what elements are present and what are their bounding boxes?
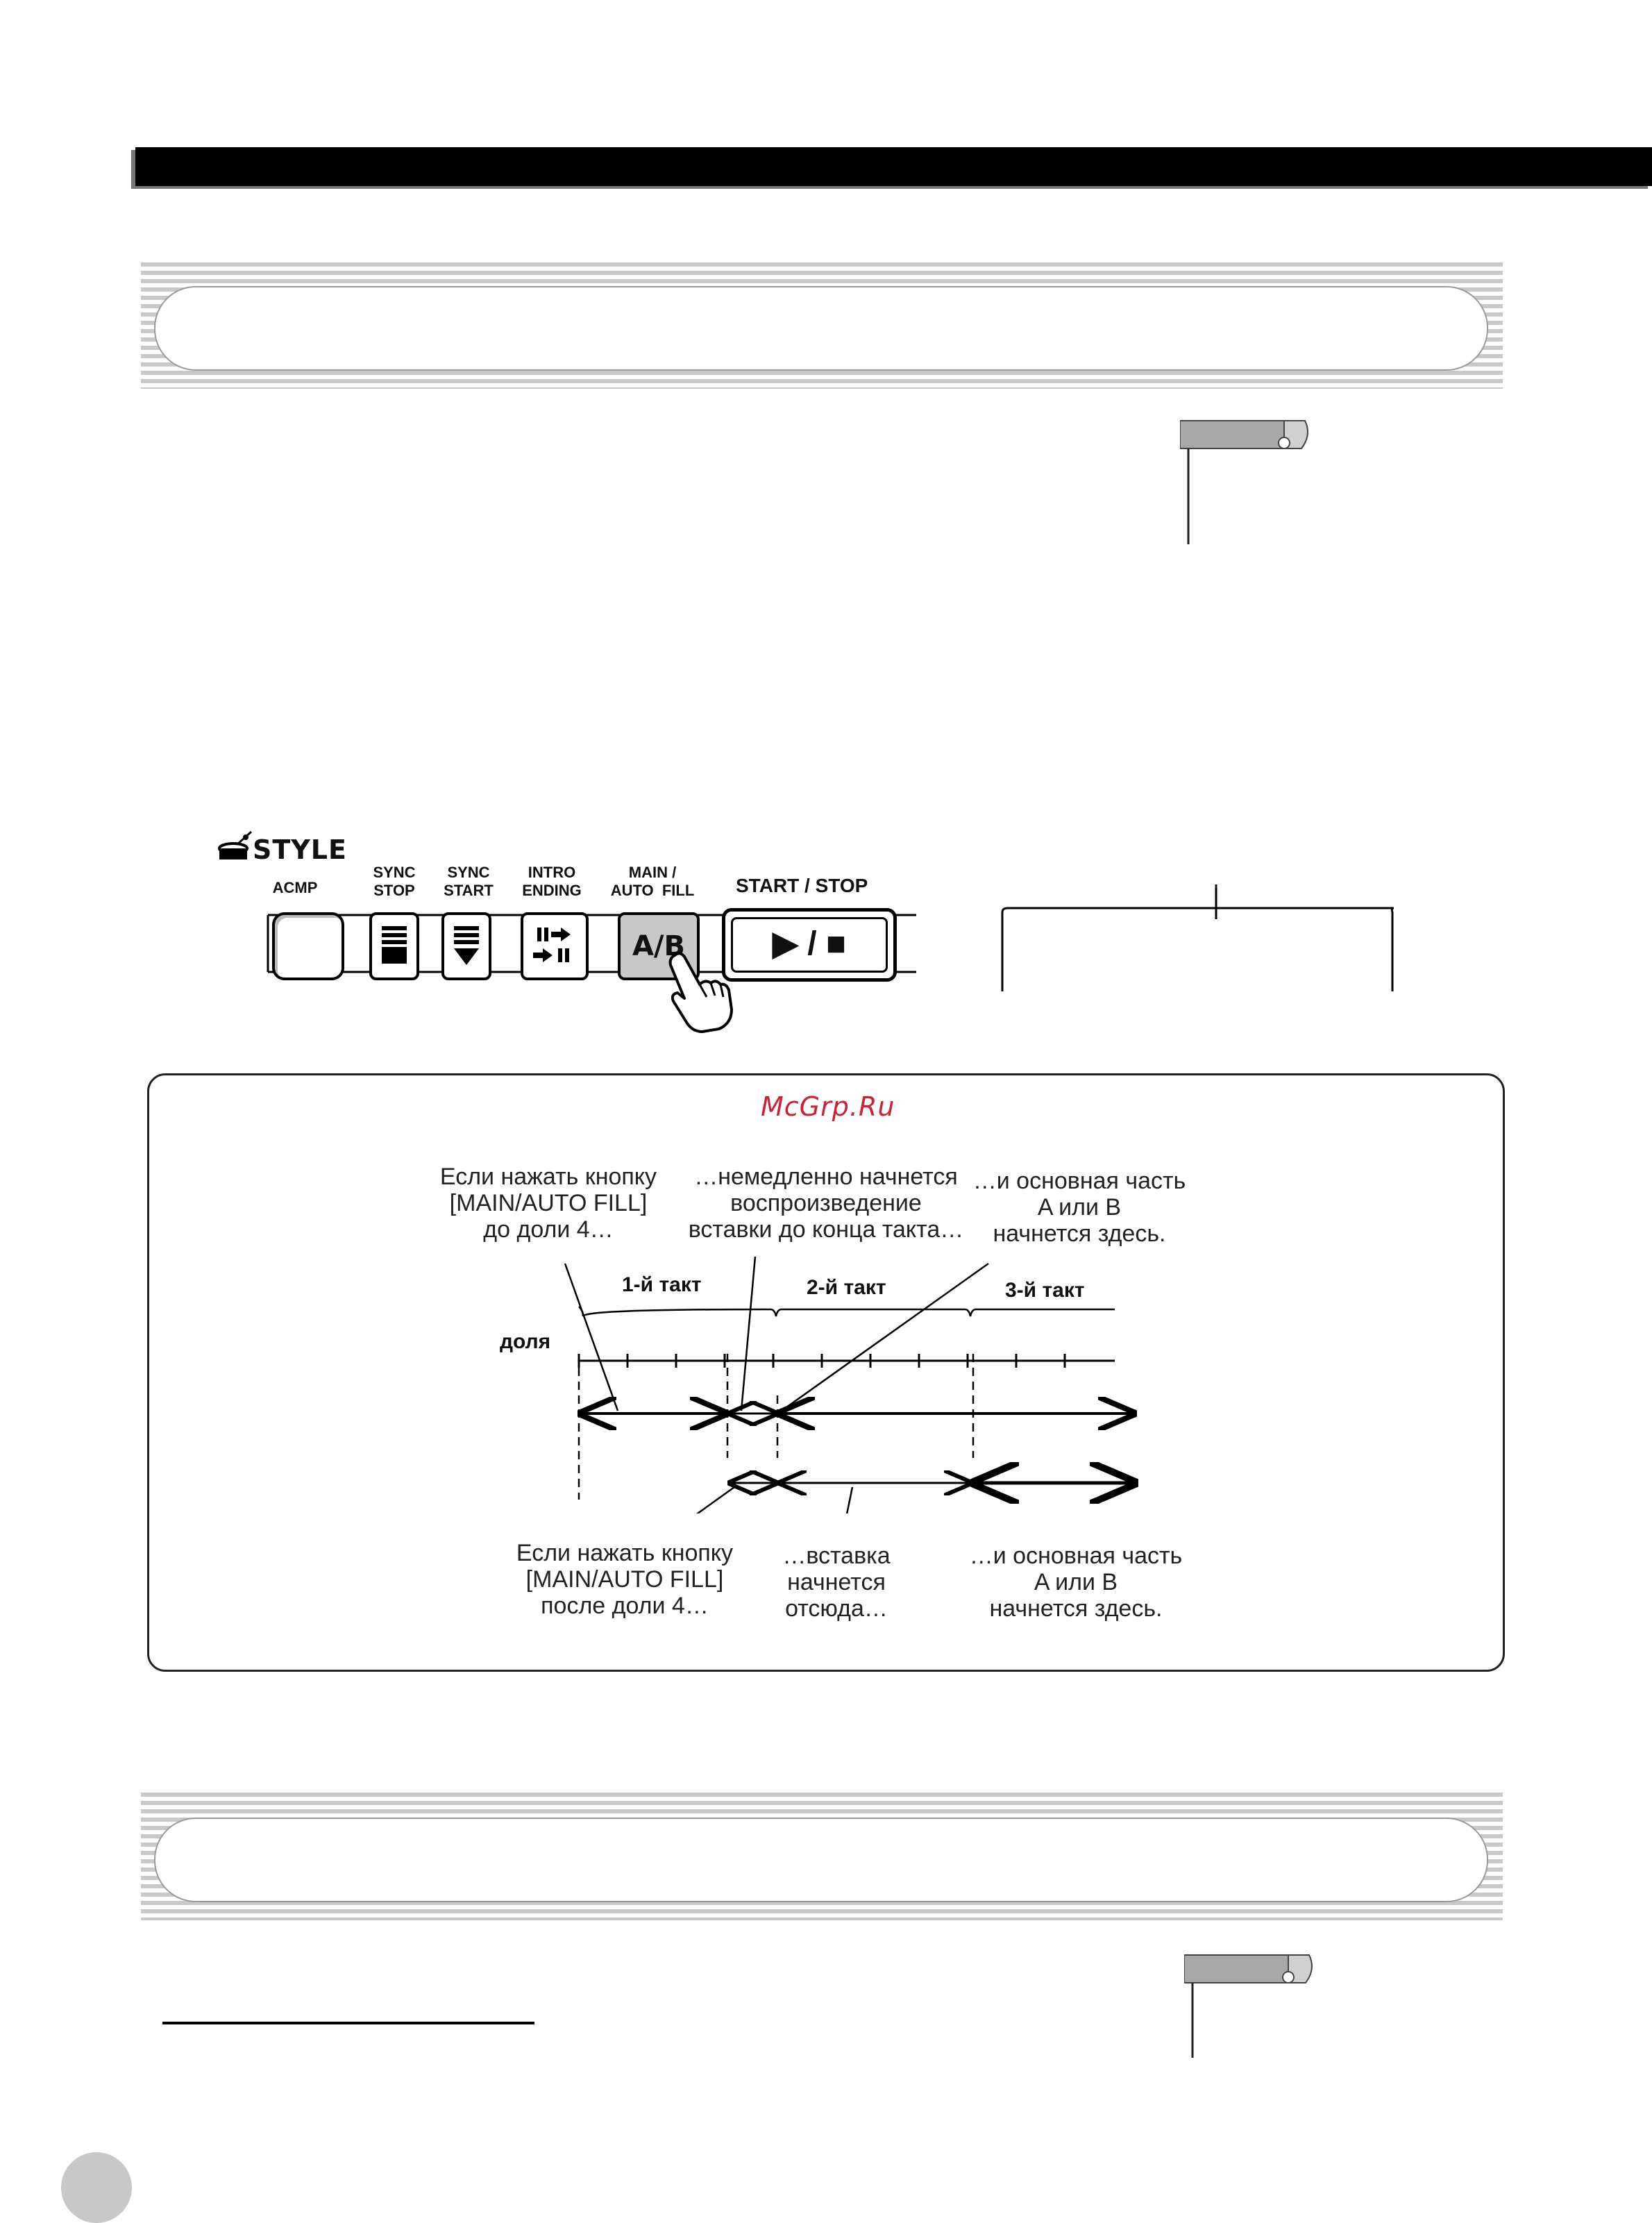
bottom-note-fill-from-here: …вставка начнется отсюда… — [782, 1543, 891, 1622]
start-stop-face: ▶ / ■ — [731, 917, 888, 973]
header-bar — [135, 147, 1652, 186]
sync-start-button[interactable] — [441, 912, 491, 980]
top-note-fill-plays: …немедленно начнется воспроизведение вст… — [688, 1164, 964, 1243]
page-number-badge — [61, 2152, 132, 2223]
sync-stop-icon — [382, 926, 407, 964]
measure-2-label: 2-й такт — [807, 1276, 886, 1299]
intro-ending-label: INTRO ENDING — [522, 864, 582, 899]
acmp-button[interactable] — [272, 912, 344, 980]
sync-stop-label: SYNC STOP — [373, 864, 416, 899]
main-auto-fill-label: MAIN / AUTO FILL — [610, 864, 695, 899]
display-bracket — [1001, 884, 1394, 991]
heading-underline — [162, 2022, 534, 2024]
top-note-before-beat4: Если нажать кнопку [MAIN/AUTO FILL] до д… — [439, 1164, 657, 1243]
sync-stop-button[interactable] — [369, 912, 419, 980]
sync-start-icon — [454, 926, 479, 965]
bottom-note-after-beat4: Если нажать кнопку [MAIN/AUTO FILL] посл… — [516, 1540, 734, 1619]
measure-3-label: 3-й такт — [1005, 1279, 1085, 1302]
start-stop-button[interactable]: ▶ / ■ — [722, 908, 897, 982]
style-label: STYLE — [253, 834, 347, 865]
pointing-hand-icon — [668, 952, 733, 1033]
sync-start-label: SYNC START — [444, 864, 494, 899]
note-tag-icon-2 — [1184, 1954, 1313, 2058]
measure-1-label: 1-й такт — [622, 1273, 702, 1296]
intro-ending-icon — [533, 928, 571, 962]
top-note-main-starts: …и основная часть A или B начнется здесь… — [972, 1168, 1186, 1247]
intro-ending-button[interactable] — [521, 912, 589, 980]
acmp-label: ACMP — [272, 879, 318, 896]
timing-diagram-box — [147, 1073, 1505, 1672]
section-title-pill-top — [154, 286, 1488, 371]
note-tag-icon — [1180, 420, 1308, 544]
beat-axis-label: доля — [500, 1330, 551, 1353]
timing-graph — [564, 1256, 1152, 1513]
drum-icon — [218, 830, 253, 859]
watermark: McGrp.Ru — [761, 1091, 895, 1122]
start-stop-label: START / STOP — [736, 875, 868, 896]
bottom-note-main-starts: …и основная часть A или B начнется здесь… — [969, 1543, 1183, 1622]
style-panel: STYLE ACMP SYNC STOP SYNC START INTRO EN… — [208, 826, 937, 1034]
section-title-pill-bottom — [154, 1818, 1488, 1902]
